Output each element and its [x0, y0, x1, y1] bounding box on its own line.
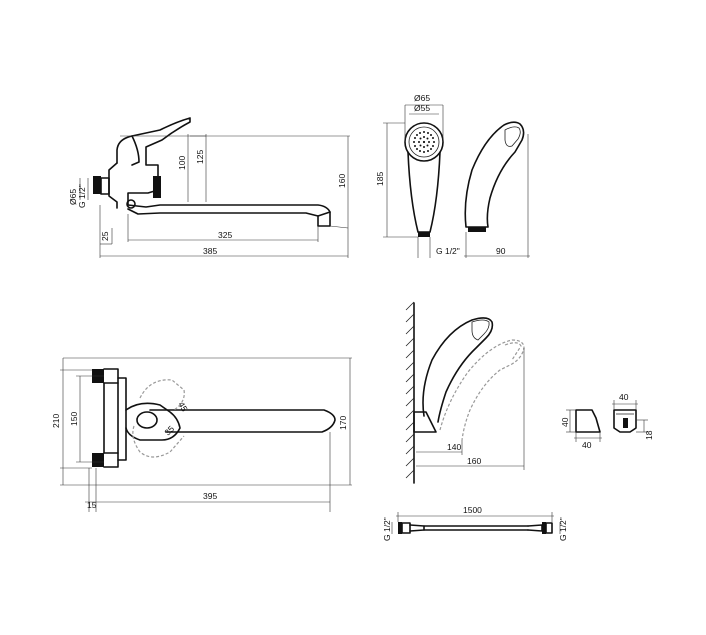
spray-holes-pattern	[413, 131, 435, 153]
dim-top-25: 25	[100, 231, 110, 241]
dim-top-325: 325	[218, 230, 232, 240]
dim-top-385: 385	[203, 246, 217, 256]
dim-bracket-w40-top: 40	[619, 392, 629, 402]
dim-hose-g12-left: G 1/2"	[382, 517, 392, 541]
shower-head-side: 90	[464, 121, 530, 258]
dim-top-125: 125	[195, 150, 205, 164]
dim-shower-d65: Ø65	[414, 93, 430, 103]
mixer-side-view: Ø65 G 1/2" 100 125 160 25 325 385	[68, 117, 350, 258]
dim-front-170: 170	[338, 416, 348, 430]
dim-front-45: 45	[176, 400, 190, 413]
dim-front-150: 150	[69, 412, 79, 426]
dim-top-d65: Ø65	[68, 189, 78, 205]
wall-holder-view: 140 160	[405, 301, 525, 484]
wall-hatch	[405, 301, 415, 479]
dim-side-90: 90	[496, 246, 506, 256]
dim-front-395: 395	[203, 491, 217, 501]
dim-front-210: 210	[51, 414, 61, 428]
dim-shower-d55: Ø55	[414, 103, 430, 113]
dim-shower-185: 185	[375, 172, 385, 186]
dim-hose-g12-right: G 1/2"	[558, 517, 568, 541]
shower-head-front: Ø65 Ø55 185 G 1/2"	[375, 93, 460, 258]
hose-view: 1500 G 1/2" G 1/2"	[382, 505, 568, 541]
dim-top-160: 160	[337, 174, 347, 188]
bracket-detail: 40 40 40 18	[560, 392, 654, 450]
dim-bracket-h40: 40	[560, 417, 570, 427]
dim-holder-160: 160	[467, 456, 481, 466]
dim-top-100: 100	[177, 156, 187, 170]
dim-hose-1500: 1500	[463, 505, 482, 515]
mixer-front-view: 45 35 210 150 170 15 395	[51, 357, 352, 512]
dim-bracket-w40-bottom: 40	[582, 440, 592, 450]
dim-bracket-h18: 18	[644, 430, 654, 440]
dim-top-g12: G 1/2"	[77, 184, 87, 208]
dim-shower-g12: G 1/2"	[436, 246, 460, 256]
dim-front-15: 15	[87, 500, 97, 510]
dim-holder-140: 140	[447, 442, 461, 452]
